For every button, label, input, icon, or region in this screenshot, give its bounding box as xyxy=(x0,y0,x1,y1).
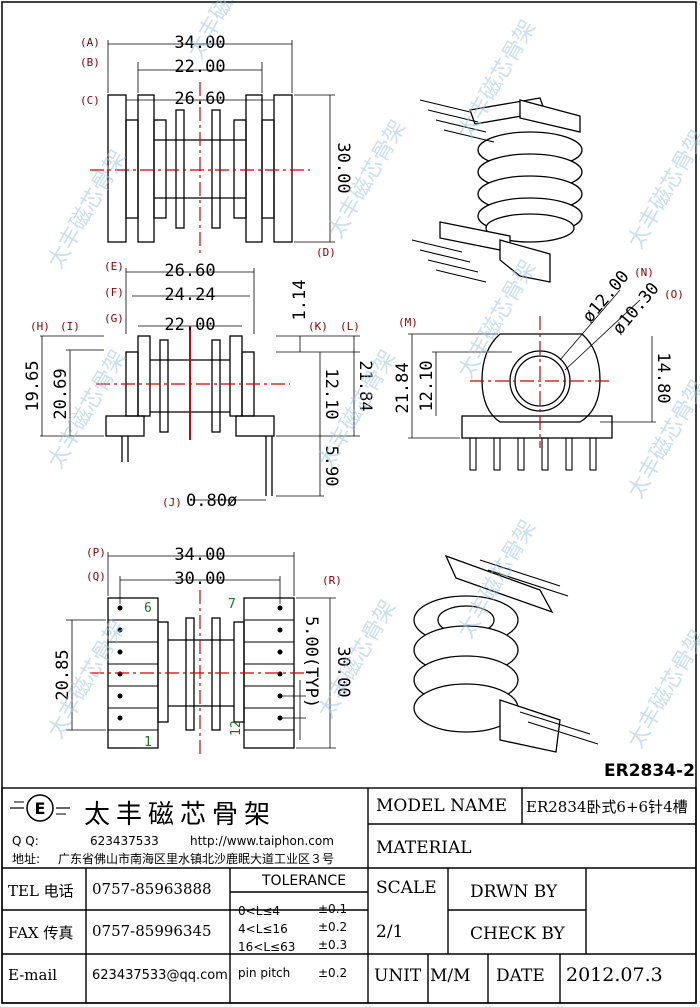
label-e: (E) xyxy=(104,260,124,273)
label-k: (K) xyxy=(308,320,328,333)
tolerance-range: 4<L≤16 xyxy=(238,922,288,936)
dim-j: 0.80ø xyxy=(186,491,237,511)
fax-label: FAX 传真 xyxy=(8,924,74,942)
tolerance-value: ±0.1 xyxy=(318,902,348,916)
dim-k: 1.14 xyxy=(290,280,310,321)
tolerance-range: 16<L≤63 xyxy=(238,940,296,954)
label-f: (F) xyxy=(104,286,124,299)
label-m: (M) xyxy=(398,316,418,329)
dim-e: 26.60 xyxy=(164,261,215,281)
qq-label: Q Q: xyxy=(12,834,39,848)
website-link[interactable]: http://www.taiphon.com xyxy=(190,834,334,848)
isometric-view-top xyxy=(411,97,583,283)
scale-label: SCALE xyxy=(376,878,437,898)
isometric-view-bottom xyxy=(413,554,599,753)
dim-b: 22.00 xyxy=(174,57,225,77)
svg-text:E: E xyxy=(35,799,46,818)
svg-text:太丰磁芯骨架: 太丰磁芯骨架 xyxy=(314,596,402,723)
watermarks: 太丰磁芯骨架 太丰磁芯骨架 太丰磁芯骨架 太丰磁芯骨架 太丰磁芯骨架 太丰磁芯骨… xyxy=(44,0,700,753)
svg-text:太丰磁芯骨架: 太丰磁芯骨架 xyxy=(624,626,700,753)
tel-number: 0757-85963888 xyxy=(92,880,212,898)
label-j: (J) xyxy=(162,496,182,509)
fax-number: 0757-85996345 xyxy=(92,922,212,940)
address-label: 地址: xyxy=(12,852,41,866)
dim-side-12-10: 12.10 xyxy=(321,368,341,419)
qq-number: 623437533 xyxy=(90,834,159,848)
label-c: (C) xyxy=(80,94,100,107)
svg-text:太丰磁芯骨架: 太丰磁芯骨架 xyxy=(454,256,542,383)
label-a: (A) xyxy=(80,36,100,49)
unit-value: M/M xyxy=(430,966,471,986)
svg-text:太丰磁芯骨架: 太丰磁芯骨架 xyxy=(44,146,132,273)
pin-number-12: 12 xyxy=(229,720,244,736)
email-label: E-mail xyxy=(8,966,58,984)
label-d: (D) xyxy=(316,246,336,259)
label-b: (B) xyxy=(80,56,100,69)
date-value: 2012.07.3 xyxy=(566,964,663,986)
material-label: MATERIAL xyxy=(376,838,472,858)
title-block xyxy=(1,787,697,1004)
svg-text:太丰磁芯骨架: 太丰磁芯骨架 xyxy=(184,0,272,63)
dim-front-12-10: 12.10 xyxy=(417,360,437,411)
check-by-label: CHECK BY xyxy=(470,924,565,944)
tolerance-range: pin pitch xyxy=(238,966,291,980)
label-r: (R) xyxy=(322,574,342,587)
pin-number-1: 1 xyxy=(144,735,152,750)
label-p: (P) xyxy=(86,546,106,559)
dim-l: 21.84 xyxy=(355,360,375,411)
email-address[interactable]: 623437533@qq.com xyxy=(92,968,228,983)
top-view xyxy=(107,40,335,243)
dim-front-14-80: 14.80 xyxy=(653,352,673,403)
tolerance-value: ±0.2 xyxy=(318,920,348,934)
label-l: (L) xyxy=(340,320,360,333)
dim-h: 19.65 xyxy=(23,360,43,411)
dim-side-5-90: 5.90 xyxy=(321,446,341,487)
dim-m: 21.84 xyxy=(393,362,413,413)
drwn-by-label: DRWN BY xyxy=(470,882,558,902)
dim-c: 26.60 xyxy=(174,89,225,109)
tolerance-range: 0<L≤4 xyxy=(238,904,281,918)
side-view xyxy=(40,268,360,501)
unit-label: UNIT xyxy=(374,966,422,986)
scale-value: 2/1 xyxy=(376,922,404,942)
dim-r: 30.00 xyxy=(333,646,353,697)
company-name: 太丰磁芯骨架 xyxy=(84,800,277,830)
label-h: (H) xyxy=(30,320,50,333)
dim-g: 22.00 xyxy=(164,315,215,335)
dim-p: 34.00 xyxy=(174,545,225,565)
label-n: (N) xyxy=(634,266,654,279)
svg-text:太丰磁芯骨架: 太丰磁芯骨架 xyxy=(624,126,700,253)
tolerance-value: ±0.3 xyxy=(318,938,348,952)
pin-number-6: 6 xyxy=(144,601,152,616)
part-code: ER2834-2 xyxy=(604,761,695,781)
dim-a: 34.00 xyxy=(174,33,225,53)
label-i: (I) xyxy=(60,320,80,333)
dim-bottom-5-00: 5.00(TYP) xyxy=(301,616,321,708)
dim-f: 24.24 xyxy=(164,285,215,305)
model-name-value: ER2834卧式6+6针4槽 xyxy=(526,798,688,816)
label-o: (O) xyxy=(664,288,684,301)
label-g: (G) xyxy=(104,312,124,325)
label-q: (Q) xyxy=(86,570,106,583)
dim-bottom-20-85: 20.85 xyxy=(53,649,73,700)
model-name-label: MODEL NAME xyxy=(376,796,508,816)
dim-i: 20.69 xyxy=(51,368,71,419)
date-label: DATE xyxy=(496,966,545,986)
tolerance-title: TOLERANCE xyxy=(262,873,347,889)
tel-label: TEL 电话 xyxy=(8,882,74,900)
tolerance-value: ±0.2 xyxy=(318,966,348,980)
bottom-view xyxy=(66,552,336,749)
dim-d: 30.00 xyxy=(333,142,353,193)
address-text: 广东省佛山市南海区里水镇北沙鹿眠大道工业区３号 xyxy=(58,852,335,866)
svg-text:太丰磁芯骨架: 太丰磁芯骨架 xyxy=(454,16,542,143)
dim-q: 30.00 xyxy=(174,569,225,589)
pin-number-7: 7 xyxy=(228,597,236,612)
company-logo: E xyxy=(10,794,70,822)
